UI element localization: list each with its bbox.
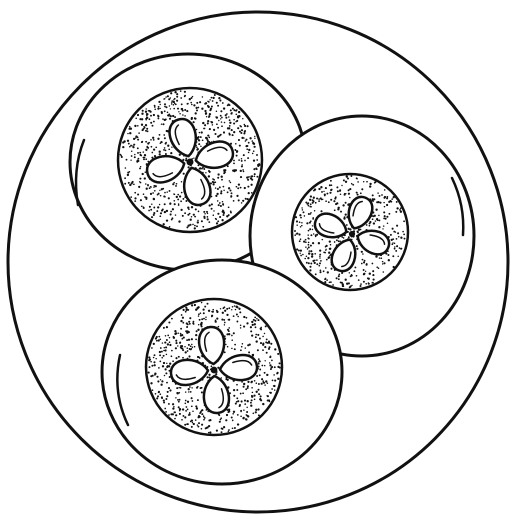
flower-center: [211, 367, 218, 374]
flower-center: [187, 159, 194, 166]
flower-center: [349, 231, 355, 237]
unit-bottom: [102, 260, 342, 484]
